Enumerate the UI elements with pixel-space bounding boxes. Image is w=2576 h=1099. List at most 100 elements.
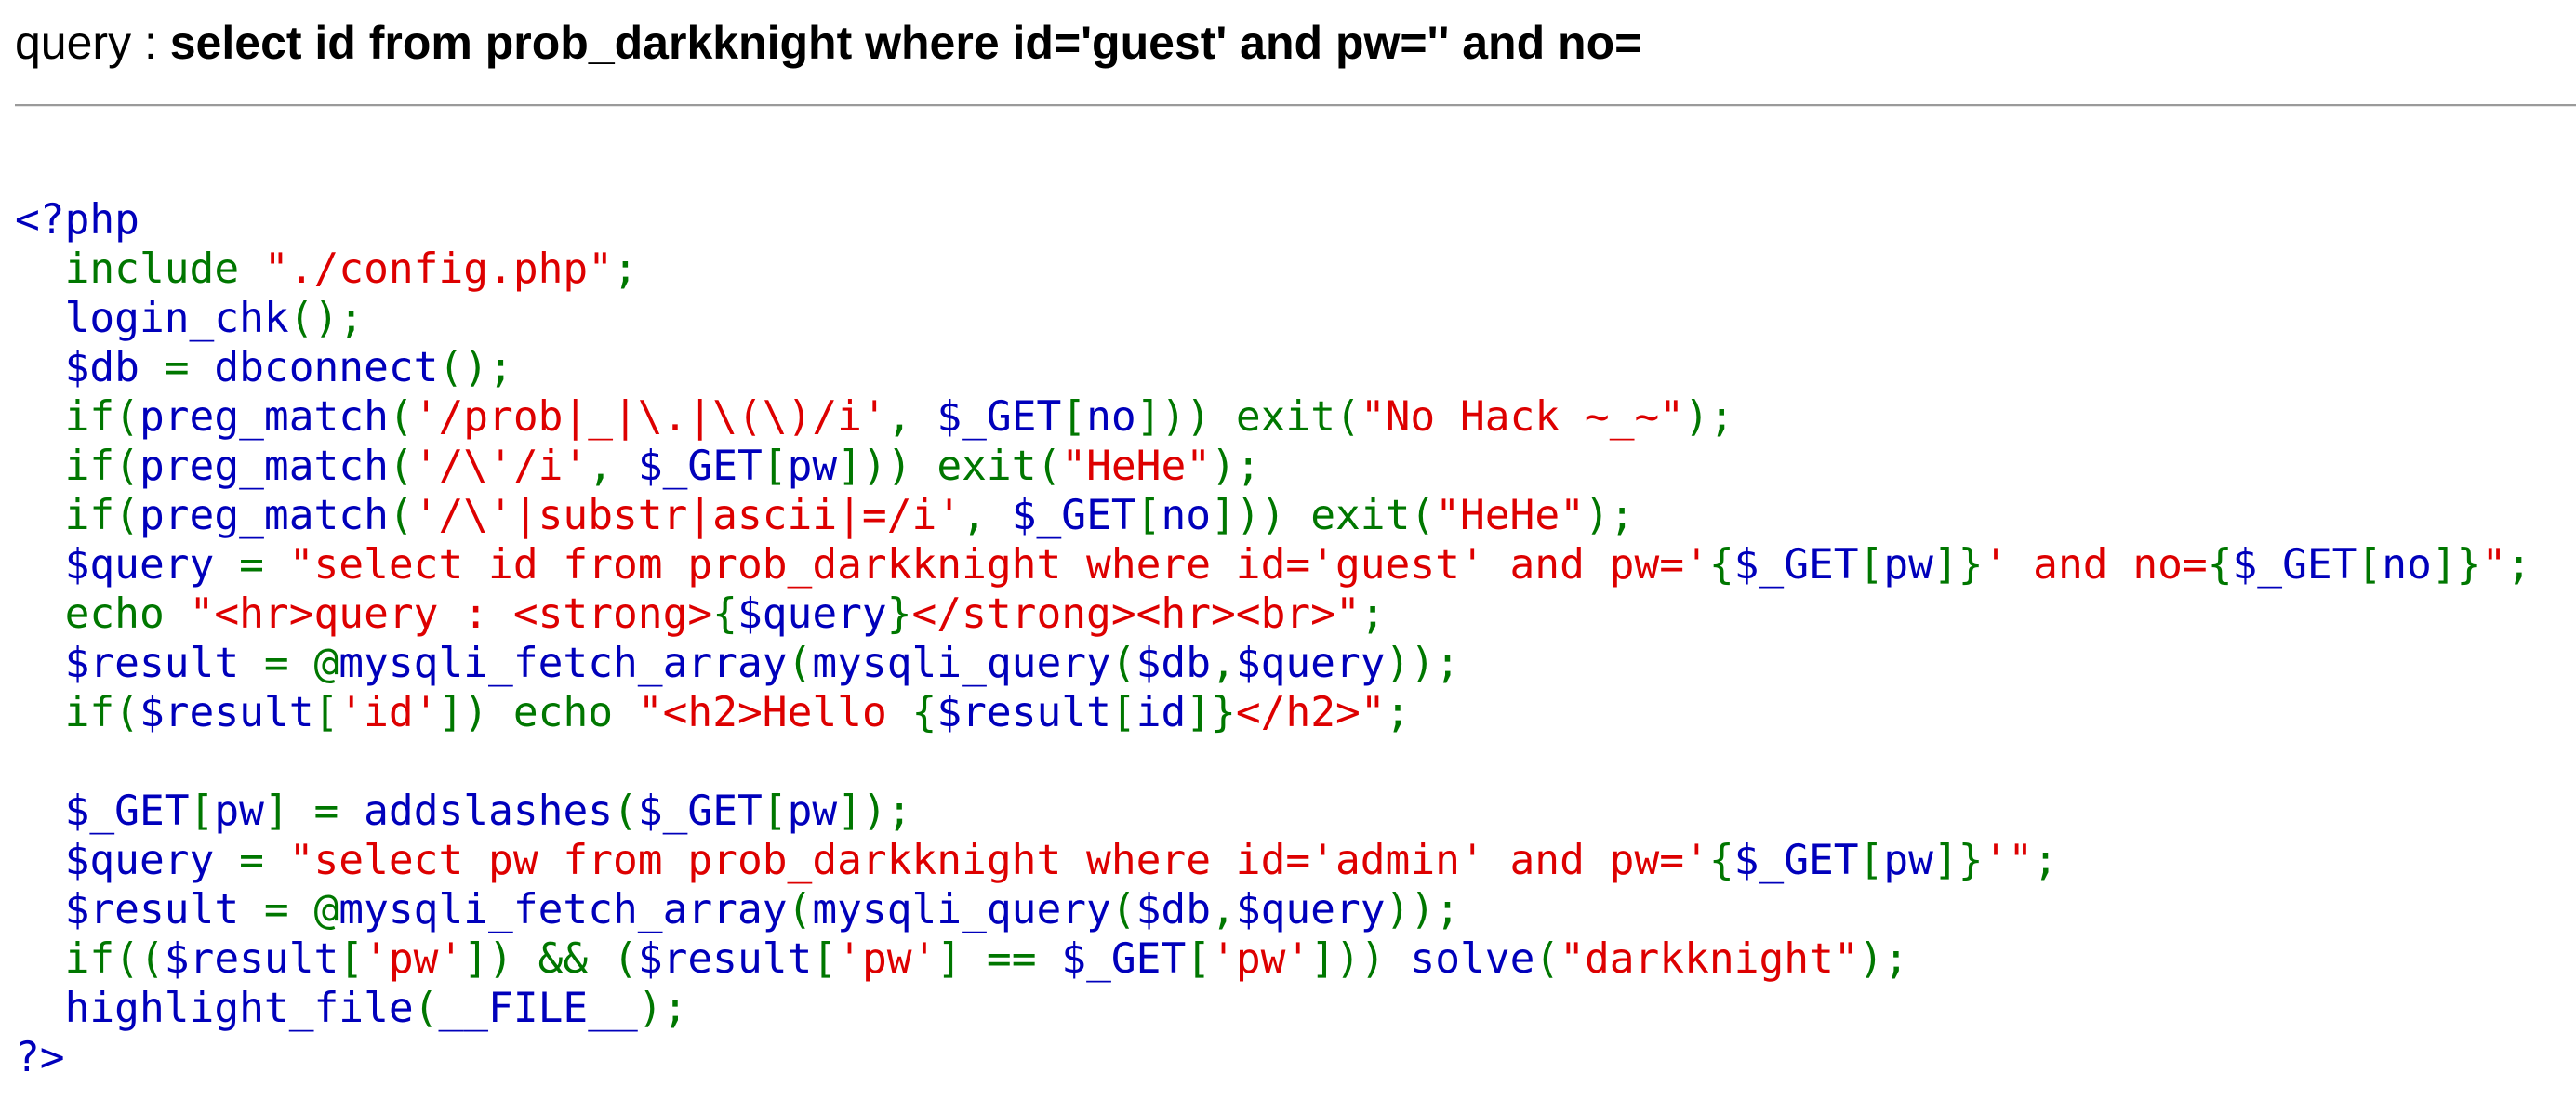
code-token-default: addslashes	[364, 788, 614, 835]
code-token-keyword: (	[613, 788, 638, 835]
code-token-default: $query	[737, 590, 887, 638]
code-token-keyword: (	[787, 886, 813, 933]
code-token-keyword: ,	[1211, 640, 1236, 687]
code-token-keyword: );	[637, 985, 688, 1032]
code-line: $result = @mysqli_fetch_array(mysqli_que…	[15, 885, 2531, 934]
code-line: if(preg_match('/prob|_|\.|\(\)/i', $_GET…	[15, 392, 2531, 442]
code-token-keyword: if(	[15, 689, 139, 736]
code-token-default: $result	[15, 640, 264, 687]
code-token-keyword: ,	[1211, 886, 1236, 933]
code-token-keyword: if(	[15, 393, 139, 441]
code-token-keyword: [	[2357, 541, 2383, 589]
code-token-default: id	[1135, 689, 1187, 736]
code-token-keyword: include	[15, 245, 264, 293]
code-line: <?php	[15, 195, 2531, 245]
code-token-keyword: [	[339, 935, 365, 983]
horizontal-rule	[15, 104, 2576, 107]
code-token-default: $result	[637, 935, 813, 983]
code-token-default: no	[1161, 492, 1212, 539]
code-token-keyword: ])) exit(	[1135, 393, 1361, 441]
code-token-string: "./config.php"	[263, 245, 613, 293]
code-token-string: 'id'	[339, 689, 439, 736]
code-token-default: $result	[936, 689, 1111, 736]
code-token-default: $_GET	[637, 788, 763, 835]
code-token-keyword: ));	[1385, 886, 1460, 933]
code-line: $query = "select id from prob_darkknight…	[15, 540, 2531, 589]
code-token-default: dbconnect	[214, 344, 439, 391]
code-token-default: $_GET	[637, 443, 763, 490]
code-token-keyword: ]}	[1186, 689, 1236, 736]
code-token-string: '/prob|_|\.|\(\)/i'	[413, 393, 887, 441]
code-token-keyword: =	[164, 344, 215, 391]
code-token-keyword: );	[1858, 935, 1909, 983]
code-token-keyword: {	[2207, 541, 2233, 589]
code-token-default: $query	[15, 541, 240, 589]
code-token-default: $_GET	[1061, 935, 1187, 983]
code-token-default: __FILE__	[438, 985, 638, 1032]
code-line: if(($result['pw']) && ($result['pw'] == …	[15, 934, 2531, 984]
code-token-default: pw	[787, 443, 838, 490]
code-token-default: highlight_file	[64, 985, 414, 1032]
code-token-default: preg_match	[139, 492, 389, 539]
query-prefix: query :	[15, 17, 170, 69]
code-token-keyword: }	[886, 590, 912, 638]
code-line: include "./config.php";	[15, 245, 2531, 294]
code-token-keyword: (	[1110, 886, 1136, 933]
code-line: highlight_file(__FILE__);	[15, 984, 2531, 1033]
code-token-default: solve	[1410, 935, 1535, 983]
code-token-string: "select pw from prob_darkknight where id…	[288, 837, 1709, 884]
code-token-keyword: if((	[15, 935, 165, 983]
code-token-keyword: );	[1684, 393, 1734, 441]
code-token-keyword: ]}	[1932, 837, 1984, 884]
code-token-keyword: ;	[613, 245, 638, 293]
code-token-string: "	[2481, 541, 2507, 589]
code-token-keyword: echo	[15, 590, 190, 638]
code-token-keyword: ]) echo	[438, 689, 638, 736]
code-line: if($result['id']) echo "<h2>Hello {$resu…	[15, 688, 2531, 737]
query-display: query : select id from prob_darkknight w…	[15, 13, 1641, 73]
code-token-keyword: {	[1708, 541, 1734, 589]
code-token-html: <?php	[15, 196, 139, 244]
code-token-keyword: (	[388, 393, 414, 441]
code-line: if(preg_match('/\'|substr|ascii|=/i', $_…	[15, 491, 2531, 540]
code-token-keyword: ;	[1360, 590, 1386, 638]
code-line	[15, 737, 2531, 787]
code-token-keyword: ,	[588, 443, 638, 490]
code-token-default: login_chk	[15, 295, 289, 342]
code-token-html: ?>	[15, 1034, 65, 1081]
code-token-string: </strong><hr><br>"	[911, 590, 1361, 638]
code-token-keyword: {	[1708, 837, 1734, 884]
code-token-keyword: ();	[438, 344, 513, 391]
code-line: $db = dbconnect();	[15, 343, 2531, 392]
code-token-keyword: [	[762, 788, 788, 835]
code-token-string: '/\'/i'	[413, 443, 589, 490]
code-token-string: "<h2>Hello	[637, 689, 912, 736]
code-token-string: "No Hack ~_~"	[1360, 393, 1685, 441]
code-token-keyword: [	[1858, 837, 1884, 884]
code-token-keyword: );	[1211, 443, 1261, 490]
code-token-keyword: =	[239, 837, 289, 884]
code-line: echo "<hr>query : <strong>{$query}</stro…	[15, 589, 2531, 639]
code-token-default: $query	[1235, 640, 1386, 687]
code-token-keyword: [	[1186, 935, 1212, 983]
code-token-keyword: ]);	[837, 788, 912, 835]
code-line: ?>	[15, 1033, 2531, 1082]
code-token-default: mysqli_fetch_array	[339, 640, 788, 687]
code-token-keyword: (	[388, 492, 414, 539]
code-token-default: preg_match	[139, 393, 389, 441]
code-token-keyword: );	[1584, 492, 1635, 539]
code-token-default: no	[1086, 393, 1136, 441]
code-token-string: '/\'|substr|ascii|=/i'	[413, 492, 963, 539]
code-token-default: $db	[1135, 640, 1212, 687]
code-token-keyword: ,	[886, 393, 937, 441]
code-token-keyword: ]) && (	[463, 935, 638, 983]
code-token-default: $query	[1235, 886, 1386, 933]
code-token-keyword	[15, 985, 65, 1032]
code-token-keyword: = @	[263, 886, 339, 933]
code-token-default: $_GET	[2232, 541, 2357, 589]
code-token-keyword: {	[911, 689, 937, 736]
code-token-default: $query	[15, 837, 240, 884]
code-token-default: $result	[139, 689, 314, 736]
code-token-keyword: =	[239, 541, 289, 589]
code-token-default: $_GET	[1011, 492, 1136, 539]
